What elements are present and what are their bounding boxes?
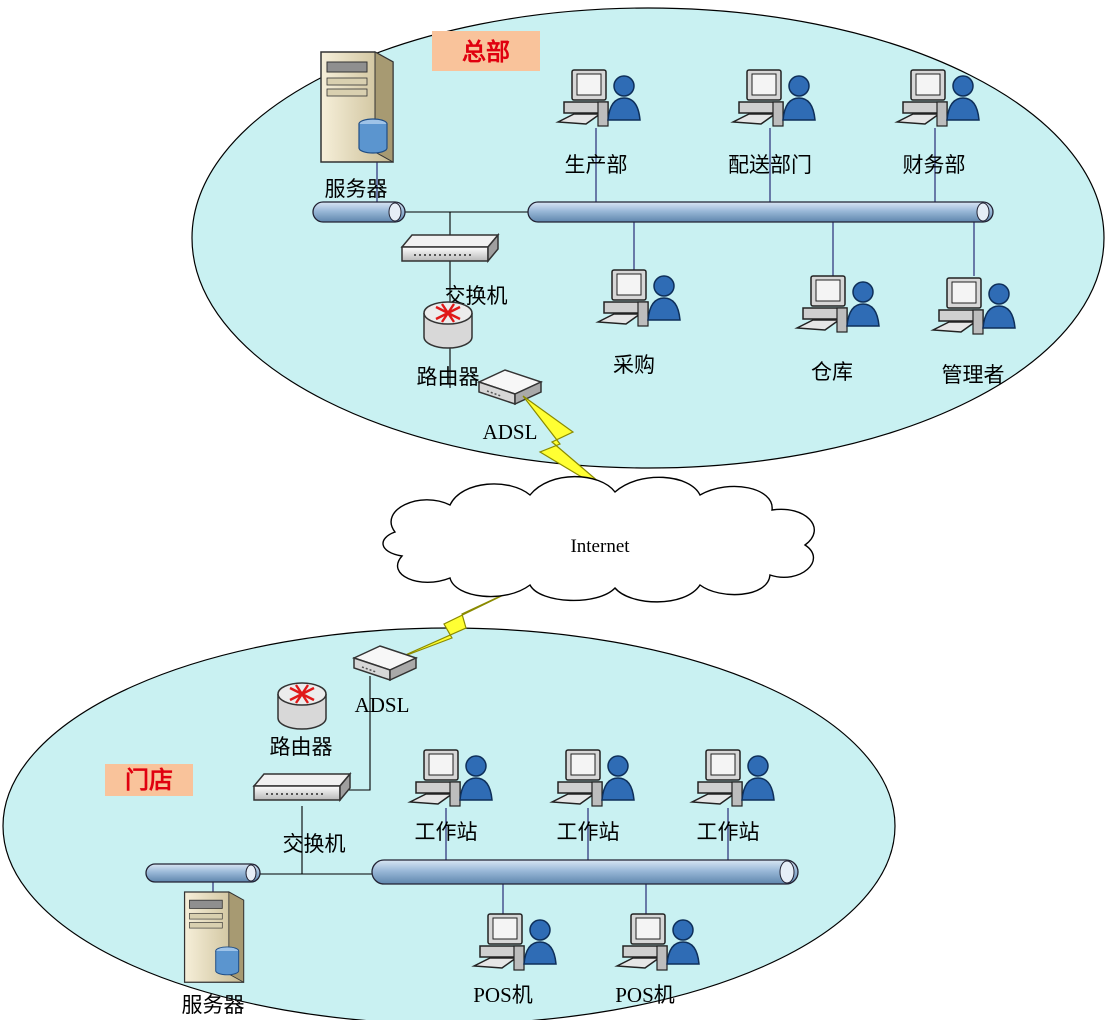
- store-backbone-bus: [371, 859, 799, 885]
- dept-label-finance: 财务部: [903, 153, 966, 177]
- workstation-label: 工作站: [415, 820, 478, 844]
- workstation-label: 工作站: [697, 820, 760, 844]
- svg-text:门店: 门店: [125, 766, 173, 794]
- store-tag: 门店: [105, 764, 193, 796]
- hq-server-label: 服务器: [325, 177, 388, 201]
- store-adsl-label: ADSL: [355, 693, 410, 717]
- workstation-label: 工作站: [557, 820, 620, 844]
- hq-adsl-label: ADSL: [483, 420, 538, 444]
- pos-label: POS机: [473, 983, 533, 1007]
- store-server-icon: [183, 891, 245, 983]
- internet-label: Internet: [570, 536, 630, 557]
- headquarters-zone: [191, 7, 1105, 469]
- store-links: [212, 676, 729, 918]
- store-router-icon: [276, 681, 328, 731]
- dept-label-production: 生产部: [565, 153, 628, 177]
- store-router-label: 路由器: [270, 735, 333, 759]
- svg-text:总部: 总部: [462, 38, 510, 66]
- hq-server-icon: [320, 51, 394, 163]
- hq-server-bus: [312, 201, 406, 223]
- store-switch-icon: [253, 773, 351, 801]
- dept-label-warehouse: 仓库: [811, 360, 853, 384]
- store-server-label: 服务器: [182, 993, 245, 1017]
- store-switch-label: 交换机: [283, 832, 346, 856]
- dept-label-purchasing: 采购: [613, 353, 655, 377]
- internet-cloud: Internet: [382, 476, 815, 603]
- headquarters-tag: 总部: [432, 31, 540, 71]
- store-server-bus: [145, 863, 261, 883]
- pos-label: POS机: [615, 983, 675, 1007]
- hq-backbone-bus: [527, 201, 994, 223]
- hq-switch-icon: [401, 234, 499, 262]
- hq-router-icon: [422, 300, 474, 350]
- dept-label-delivery: 配送部门: [728, 153, 812, 177]
- hq-router-label: 路由器: [417, 365, 480, 389]
- dept-label-manager: 管理者: [942, 363, 1005, 387]
